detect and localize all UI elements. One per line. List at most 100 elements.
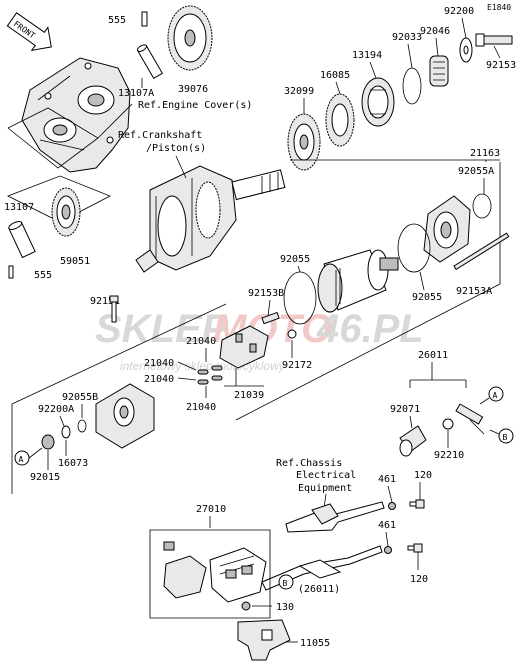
label-555-top: 555	[108, 15, 126, 26]
bracket-11055	[237, 619, 291, 661]
boot-92071	[399, 425, 427, 457]
label-92055-right: 92055	[412, 292, 442, 303]
ref-chassis-1: Ref.Chassis	[276, 458, 342, 469]
left-leader-lines	[7, 175, 111, 223]
label-21040-b: 21040	[144, 358, 174, 369]
label-92210: 92210	[434, 450, 464, 461]
bolt-120-b	[407, 543, 423, 553]
screw-92153b	[261, 311, 280, 325]
brush-holder-21039	[219, 325, 269, 369]
callout-a-right	[488, 386, 504, 402]
bearing-92046	[429, 55, 449, 87]
o-ring-92055b	[77, 419, 87, 433]
clutch-13194	[361, 77, 395, 127]
dowel-13107	[8, 220, 36, 259]
label-461-a: 461	[378, 474, 396, 485]
starter-end-cover	[423, 195, 471, 263]
label-92151: 92151	[90, 296, 120, 307]
label-92153a: 92153A	[456, 286, 492, 297]
ref-chassis-3: Equipment	[298, 483, 352, 494]
label-461-b: 461	[378, 520, 396, 531]
starter-front-cover	[95, 383, 155, 449]
engine-cover-drawing	[21, 57, 131, 173]
label-26011-paren: (26011)	[298, 584, 340, 595]
starter-motor-frame	[11, 159, 501, 494]
callout-b-lower-label: B	[283, 579, 288, 588]
watermark-left: SKLEP	[95, 307, 229, 351]
nut-92015	[41, 434, 55, 450]
label-11055: 11055	[300, 638, 330, 649]
starter-relay-27010	[163, 541, 267, 603]
ring-92033	[402, 67, 422, 105]
label-92046: 92046	[420, 26, 450, 37]
washer-461-b	[384, 546, 392, 554]
callout-b-right	[498, 428, 514, 444]
screw-130	[241, 601, 251, 611]
o-ring-92055-right	[397, 223, 431, 273]
label-16085: 16085	[320, 70, 350, 81]
callout-b-right-label: B	[503, 433, 508, 442]
label-130: 130	[276, 602, 294, 613]
label-59051: 59051	[60, 256, 90, 267]
starter-cables	[261, 501, 385, 591]
label-92200a: 92200A	[38, 404, 74, 415]
crankshaft-drawing	[135, 165, 286, 273]
label-21040-c: 21040	[144, 374, 174, 385]
relay-frame	[149, 529, 271, 619]
brushes-21040	[197, 365, 223, 385]
ref-chassis-2: Electrical	[296, 470, 356, 481]
gear-16085	[325, 93, 355, 147]
callout-a-left-label: A	[19, 455, 24, 464]
bolt-92151	[109, 295, 119, 323]
label-555-left: 555	[34, 270, 52, 281]
cable-terminal	[455, 403, 485, 435]
label-21039: 21039	[234, 390, 264, 401]
dowel-13107a	[136, 44, 164, 80]
nut-92210	[442, 418, 454, 430]
ref-engine-cover: Ref.Engine Cover(s)	[138, 100, 252, 111]
label-92033: 92033	[392, 32, 422, 43]
washer-92200a	[61, 425, 71, 439]
label-16073: 16073	[58, 458, 88, 469]
label-120-a: 120	[414, 470, 432, 481]
label-21040-d: 21040	[186, 402, 216, 413]
label-92071: 92071	[390, 404, 420, 415]
gear-39076	[167, 5, 213, 71]
diagram-code: E1840	[487, 3, 511, 12]
label-32099: 32099	[284, 86, 314, 97]
bolt-120-a	[409, 499, 425, 509]
watermark-right: 46.PL	[316, 307, 424, 351]
label-92055-mid: 92055	[280, 254, 310, 265]
label-92055b: 92055B	[62, 392, 98, 403]
gear-59051	[51, 187, 81, 237]
o-ring-92055a	[472, 193, 492, 219]
callout-b-lower	[278, 574, 294, 590]
label-92153b: 92153B	[248, 288, 284, 299]
label-92153-top: 92153	[486, 60, 516, 71]
label-27010: 27010	[196, 504, 226, 515]
washer-461-a	[388, 502, 396, 510]
label-92015: 92015	[30, 472, 60, 483]
label-92055a: 92055A	[458, 166, 494, 177]
label-26011: 26011	[418, 350, 448, 361]
label-21040-a: 21040	[186, 336, 216, 347]
front-arrow-icon: FRONT	[6, 12, 52, 52]
label-21163: 21163	[470, 148, 500, 159]
long-bolt-92153a	[453, 232, 510, 271]
ref-crankshaft-2: /Piston(s)	[146, 143, 206, 154]
pin-555-left	[8, 265, 14, 279]
gear-32099	[287, 113, 321, 171]
starter-motor-body	[317, 249, 399, 313]
label-92200: 92200	[444, 6, 474, 17]
engine-cover-leader	[7, 103, 133, 169]
ref-crankshaft-1: Ref.Crankshaft	[118, 130, 202, 141]
label-120-b: 120	[410, 574, 428, 585]
washer-92172	[287, 329, 297, 339]
washer-92200	[459, 37, 473, 63]
label-39076: 39076	[178, 84, 208, 95]
label-92172: 92172	[282, 360, 312, 371]
label-13107: 13107	[4, 202, 34, 213]
label-13194: 13194	[352, 50, 382, 61]
callout-a-right-label: A	[493, 391, 498, 400]
